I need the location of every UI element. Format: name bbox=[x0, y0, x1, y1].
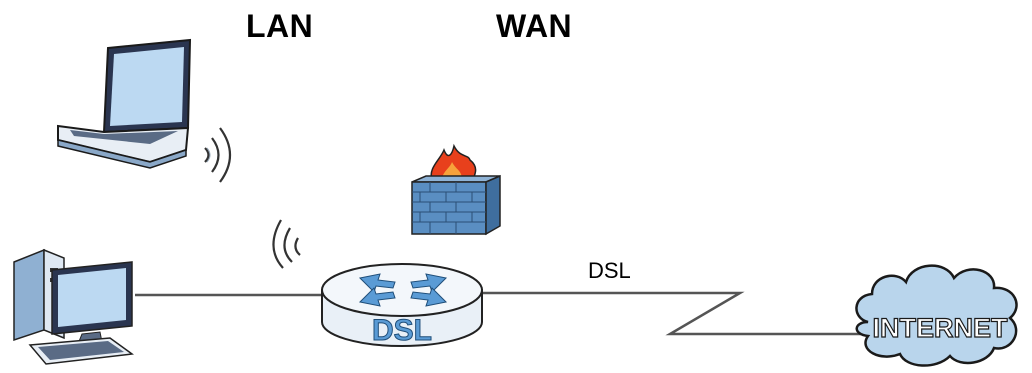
firewall-icon bbox=[412, 146, 500, 234]
router-wireless-icon bbox=[273, 220, 300, 268]
laptop-wireless-icon bbox=[205, 128, 230, 182]
laptop-icon bbox=[58, 40, 190, 168]
dsl-router-icon: DSL bbox=[322, 264, 482, 347]
desktop-computer-icon bbox=[14, 250, 132, 364]
dsl-link-label: DSL bbox=[588, 258, 631, 284]
internet-cloud-icon: INTERNET bbox=[856, 266, 1016, 366]
dsl-link-line bbox=[480, 293, 870, 334]
cloud-label: INTERNET bbox=[873, 313, 1009, 343]
router-label: DSL bbox=[372, 314, 432, 347]
